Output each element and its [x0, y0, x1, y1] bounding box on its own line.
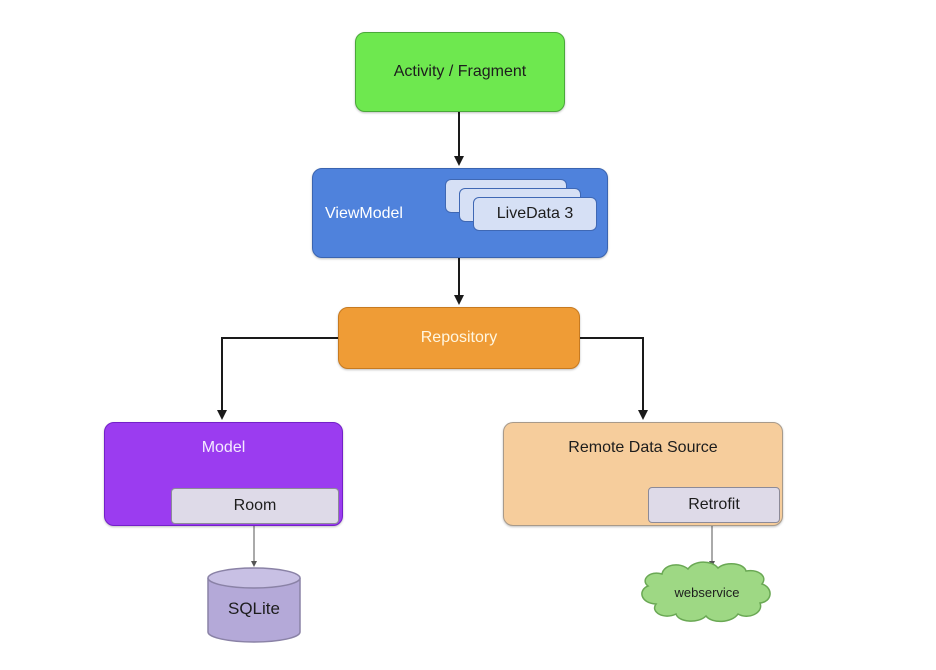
sqlite-label: SQLite: [228, 599, 280, 618]
arrow-repository-to-remote: [580, 337, 648, 420]
webservice-label: webservice: [673, 585, 739, 600]
room-box: Room: [171, 488, 339, 524]
viewmodel-box: ViewModel LiveData 3: [312, 168, 608, 258]
sqlite-cylinder: SQLite: [207, 567, 301, 643]
repository-box: Repository: [338, 307, 580, 369]
activity-fragment-label: Activity / Fragment: [393, 63, 527, 80]
room-label: Room: [233, 497, 277, 514]
arrow-repository-to-model: [217, 337, 338, 420]
repository-label: Repository: [420, 329, 498, 346]
activity-fragment-box: Activity / Fragment: [355, 32, 565, 112]
retrofit-label: Retrofit: [688, 496, 740, 513]
livedata-card: LiveData 3: [473, 197, 597, 231]
model-box: Model Room: [104, 422, 343, 526]
retrofit-box: Retrofit: [648, 487, 780, 523]
remote-data-source-box: Remote Data Source Retrofit: [503, 422, 783, 526]
webservice-cloud: webservice: [641, 561, 771, 623]
livedata-label: LiveData 3: [496, 205, 574, 222]
remote-data-source-label: Remote Data Source: [568, 439, 718, 456]
model-label: Model: [201, 439, 246, 456]
viewmodel-label: ViewModel: [325, 205, 403, 222]
